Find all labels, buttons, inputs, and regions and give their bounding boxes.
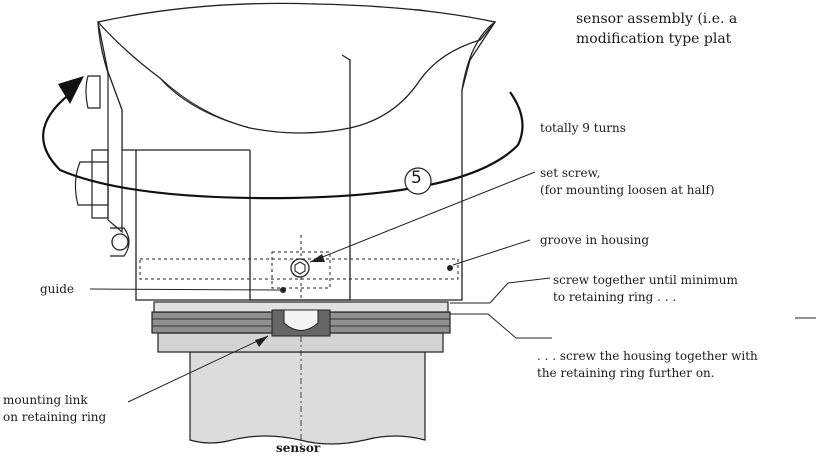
guide-label: guide bbox=[40, 282, 75, 296]
intro-line-1: sensor assembly (i.e. a bbox=[576, 11, 738, 27]
set-screw-label: set screw, bbox=[540, 166, 601, 180]
housing-cover bbox=[96, 2, 497, 134]
mounting-link-label: mounting link bbox=[3, 393, 88, 407]
set-screw-note: (for mounting loosen at half) bbox=[540, 183, 715, 197]
screw-housing-label: . . . screw the housing together with bbox=[537, 349, 758, 363]
turns-label: totally 9 turns bbox=[540, 121, 626, 135]
guide-channel bbox=[249, 54, 351, 301]
step-circle bbox=[404, 167, 432, 195]
screw-together-label: screw together until minimum bbox=[553, 273, 738, 287]
intro-line-0-clip bbox=[576, 0, 580, 7]
step-number: 5 bbox=[411, 168, 422, 188]
cable-gland-top bbox=[85, 75, 101, 109]
mounting-link-note: on retaining ring bbox=[3, 410, 107, 424]
rotation-arrow bbox=[42, 89, 524, 200]
intro-line-2: modification type plat bbox=[576, 31, 732, 47]
groove-label: groove in housing bbox=[540, 233, 650, 247]
eyelet bbox=[111, 233, 129, 251]
sensor-label: sensor bbox=[276, 441, 321, 455]
sensor-body bbox=[189, 351, 426, 445]
screw-together-note: to retaining ring . . . bbox=[553, 290, 677, 304]
screw-housing-note: the retaining ring further on. bbox=[537, 366, 715, 380]
